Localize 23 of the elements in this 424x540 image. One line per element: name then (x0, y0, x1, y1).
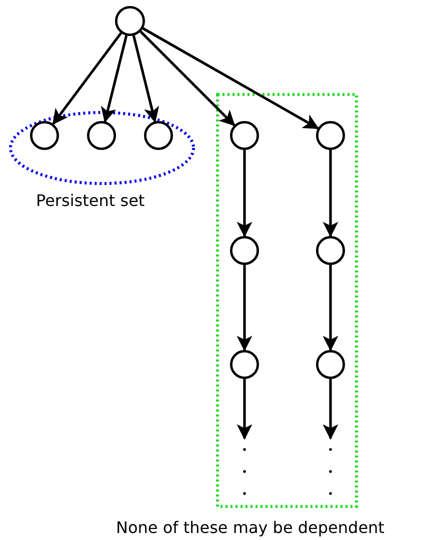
arrow (322, 265, 338, 352)
circle-node (230, 121, 259, 150)
circle-node (316, 350, 345, 379)
arrow (236, 150, 252, 238)
arrow (100, 35, 128, 123)
circle-node (316, 236, 345, 265)
arrow (236, 379, 252, 440)
circle-node (115, 6, 145, 36)
arrow (132, 35, 160, 123)
arrow (322, 150, 338, 238)
arrow (236, 265, 252, 352)
group-caption: None of these may be dependent (116, 518, 384, 537)
circle-node (316, 121, 345, 150)
arrow (142, 27, 320, 130)
group-caption: Persistent set (36, 191, 145, 210)
circle-node (87, 121, 116, 150)
circle-node (144, 121, 173, 150)
arrow (140, 30, 236, 126)
arrow (322, 379, 338, 440)
circle-node (30, 121, 59, 150)
circle-node (230, 350, 259, 379)
circle-node (230, 236, 259, 265)
arrow (52, 32, 122, 125)
